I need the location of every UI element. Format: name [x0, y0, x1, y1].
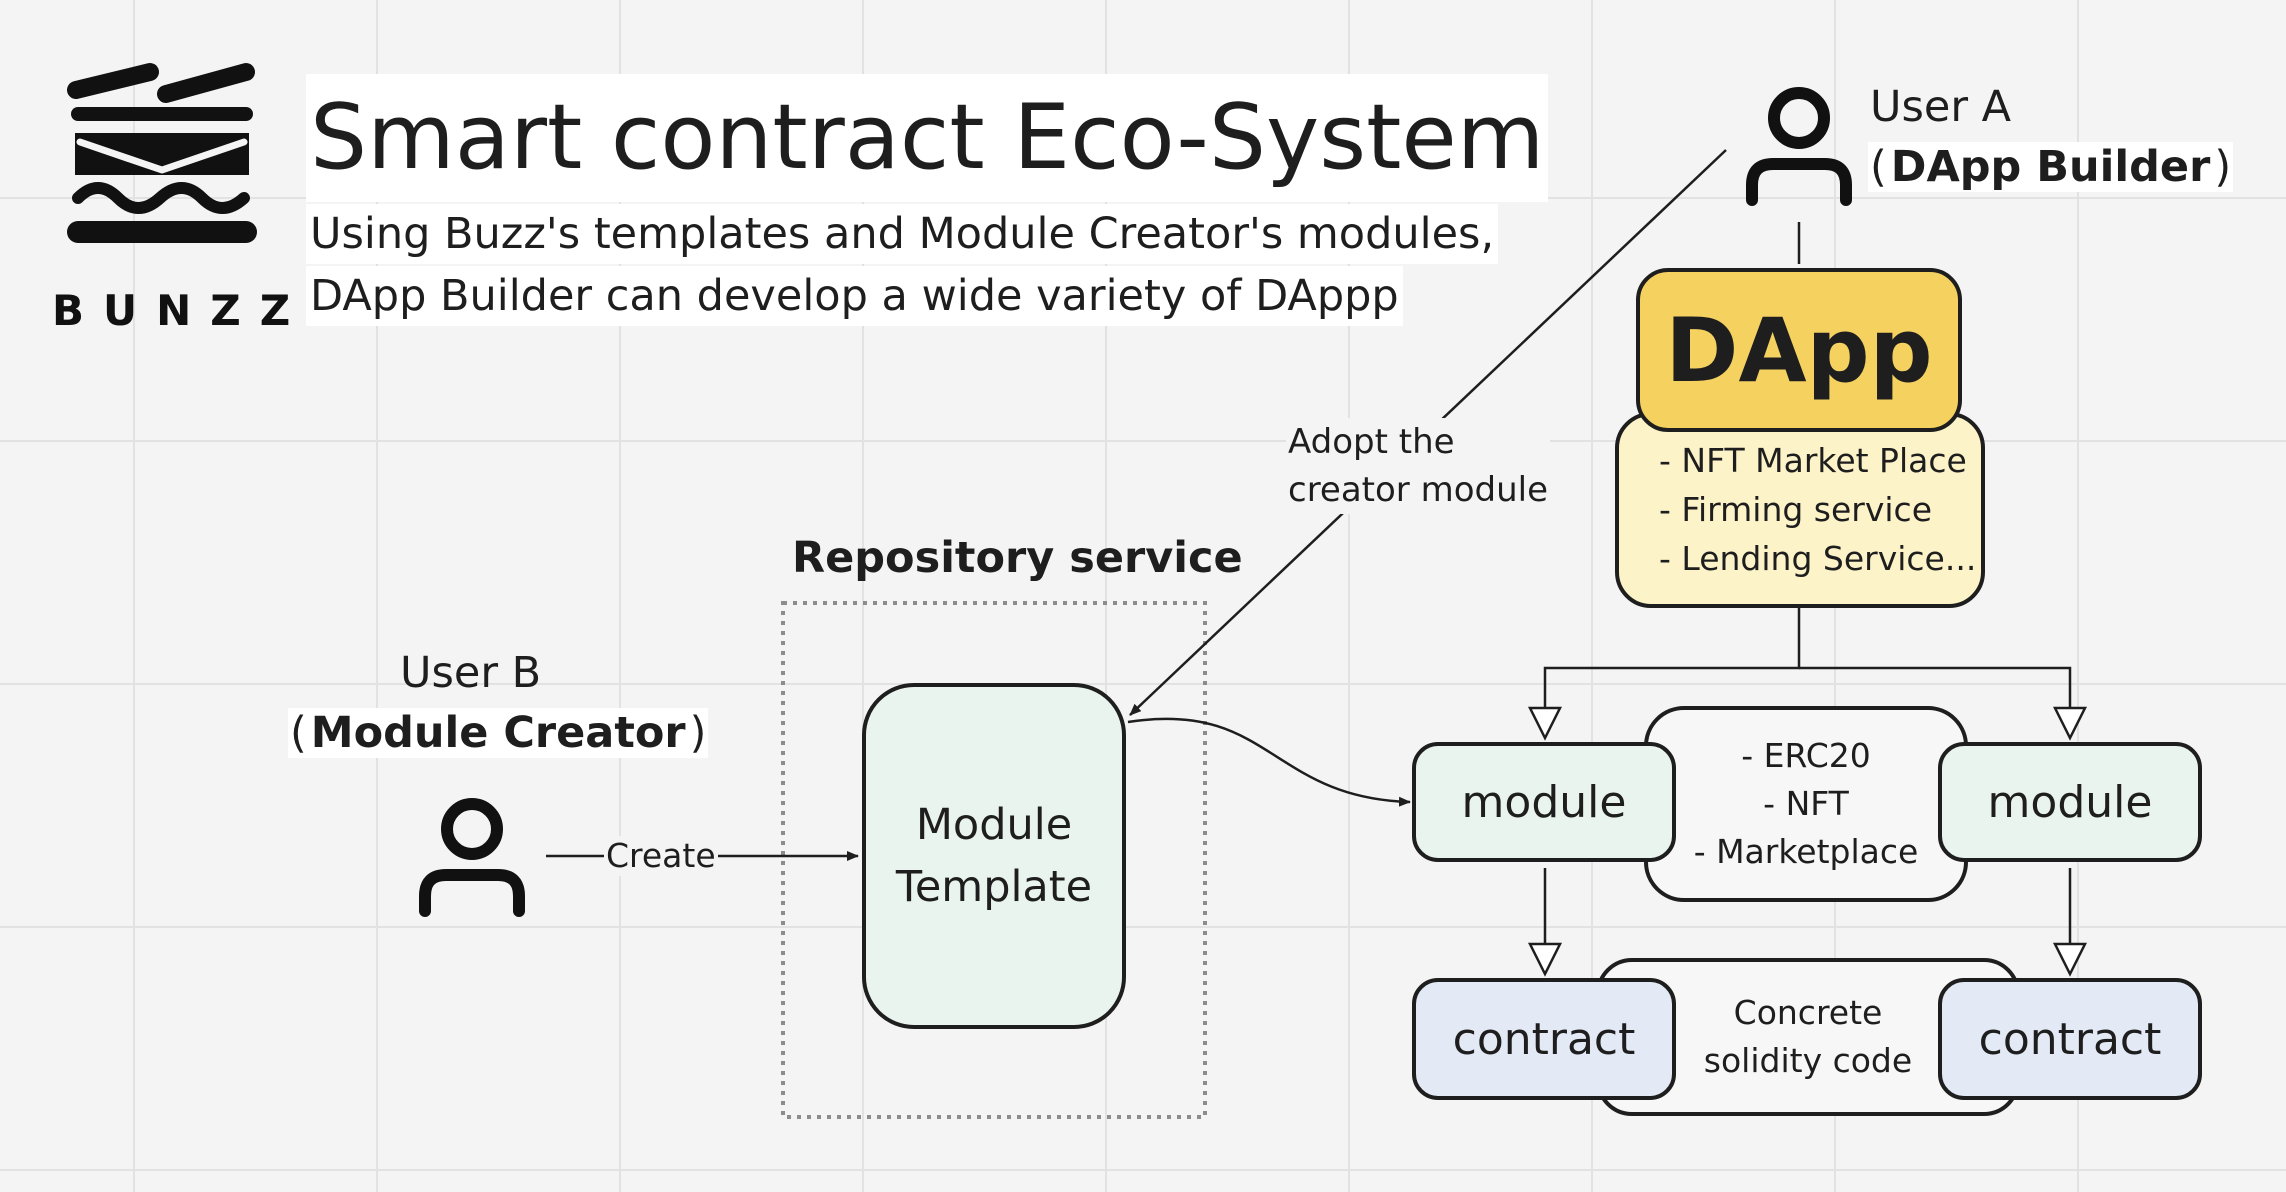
dapp-node[interactable]: DApp — [1636, 268, 1962, 432]
module-node-left[interactable]: module — [1412, 742, 1676, 862]
user-b-role: Module Creator — [308, 708, 688, 758]
module-type-item: - ERC20 — [1741, 736, 1871, 775]
contract-context-line-1: Concrete — [1733, 993, 1883, 1032]
dapp-item: - Lending Service... — [1659, 539, 1977, 578]
adopt-label-line-1: Adopt the — [1288, 422, 1455, 462]
repository-frame — [781, 601, 1207, 1119]
dapp-to-modules-connector — [1527, 608, 2088, 741]
user-a-icon — [1746, 87, 1852, 206]
user-b-name: User B — [400, 648, 542, 698]
repository-title: Repository service — [792, 533, 1243, 583]
adopt-edge-label: Adopt the creator module — [1286, 418, 1551, 514]
user-a-name: User A — [1870, 82, 2012, 132]
page-title: Smart contract Eco-System — [306, 74, 1549, 202]
bunzz-wordmark: BUNZZ — [52, 286, 310, 335]
create-edge-label: Create — [604, 836, 718, 876]
adopt-label-line-2: creator module — [1288, 470, 1549, 510]
user-a-paren-close: ) — [2212, 142, 2234, 192]
dapp-item: - Firming service — [1659, 490, 1933, 529]
module-types-context: - ERC20 - NFT - Marketplace — [1644, 706, 1968, 902]
user-a-role-label: (DApp Builder) — [1868, 142, 2234, 194]
module-to-contract-connector — [1527, 868, 2088, 977]
contract-context-line-2: solidity code — [1703, 1041, 1913, 1080]
user-b-paren-open: ( — [288, 708, 309, 758]
contract-node-left[interactable]: contract — [1412, 978, 1676, 1100]
subtitle-line-1: Using Buzz's templates and Module Creato… — [306, 204, 1499, 264]
dapp-item: - NFT Market Place — [1659, 441, 1967, 480]
module-type-item: - NFT — [1763, 784, 1849, 823]
template-to-module-arrow — [1127, 717, 1411, 807]
template-line-2: Template — [895, 862, 1093, 912]
module-node-right[interactable]: module — [1938, 742, 2202, 862]
buzz-logo-icon — [67, 63, 257, 243]
template-line-1: Module — [915, 800, 1073, 850]
user-b-role-label: (Module Creator) — [288, 708, 709, 760]
module-template-node[interactable]: Module Template — [862, 683, 1126, 1029]
module-type-item: - Marketplace — [1693, 832, 1919, 871]
user-a-role: DApp Builder — [1888, 142, 2213, 192]
contract-node-right[interactable]: contract — [1938, 978, 2202, 1100]
user-b-icon — [419, 798, 525, 917]
dapp-services-list[interactable]: - NFT Market Place - Firming service - L… — [1615, 412, 1985, 608]
user-b-paren-close: ) — [687, 708, 709, 758]
user-a-paren-open: ( — [1868, 142, 1889, 192]
subtitle-line-2: DApp Builder can develop a wide variety … — [306, 266, 1403, 326]
